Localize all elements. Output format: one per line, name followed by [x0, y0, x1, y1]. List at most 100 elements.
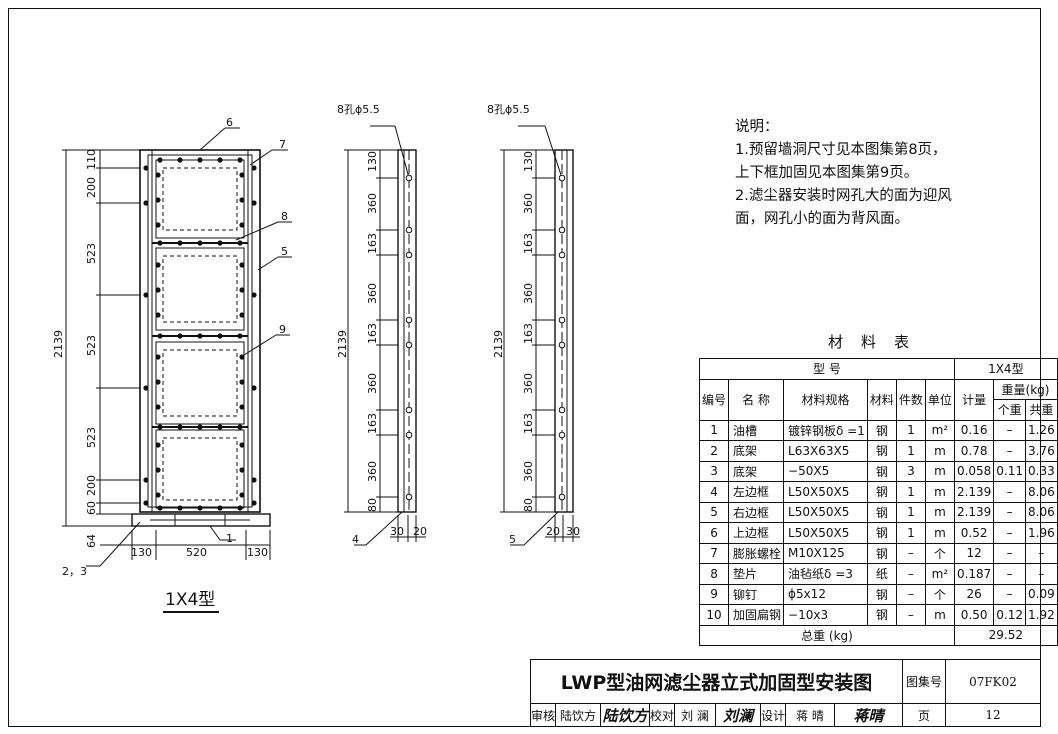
bolt-mark [143, 165, 149, 171]
cell-count: 0.187 [953, 563, 995, 585]
front-dim-200-top: 200 [85, 177, 98, 198]
cell-name: 油槽 [728, 419, 785, 441]
bolt-mark [239, 222, 245, 228]
front-view-frame [139, 149, 261, 513]
bolt-mark [155, 467, 161, 473]
bolt-mark [155, 172, 161, 178]
hole-mark [558, 226, 566, 234]
cell-each: – [993, 481, 1027, 503]
cell-qty: – [895, 563, 926, 585]
header-model: 型 号 [699, 358, 955, 380]
bolt-mark [177, 240, 183, 246]
cell-spec: L50X50X5 [783, 501, 868, 523]
cell-unit: m [924, 481, 955, 503]
callout-8: 8 [281, 210, 288, 223]
cell-each: – [993, 542, 1027, 564]
bolt-mark [143, 385, 149, 391]
side-right-view [500, 125, 580, 546]
callout-5: 5 [281, 245, 288, 258]
bolt-mark [177, 424, 183, 430]
hole-mark [405, 406, 413, 414]
front-dim-110: 110 [85, 149, 98, 170]
header-spec: 材料规格 [783, 378, 868, 421]
notes-line-4: 面，网孔小的面为背风面。 [735, 211, 909, 227]
hole-mark [558, 406, 566, 414]
cell-name: 底架 [728, 460, 785, 482]
side-right-hole-note: 8孔ϕ5.5 [487, 103, 530, 116]
cell-unit: m [924, 522, 955, 544]
callout-2-3: 2，3 [62, 565, 87, 578]
side-left-callout: 4 [352, 533, 359, 546]
hole-mark [405, 316, 413, 324]
header-count: 计量 [953, 378, 995, 421]
cell-mat: 钢 [866, 542, 897, 564]
side-left-bottom-dim-a: 30 [390, 525, 404, 538]
hole-mark [405, 226, 413, 234]
cell-name: 铆钉 [728, 583, 785, 605]
bolt-mark [217, 240, 223, 246]
side-right-callout: 5 [509, 533, 516, 546]
cell-no: 5 [698, 501, 730, 523]
cell-total: – [1025, 563, 1058, 585]
cell-count: 0.50 [953, 604, 995, 626]
side-right-dim-7: 163 [522, 413, 535, 434]
cell-total: 3.76 [1025, 440, 1058, 462]
front-leaders [86, 127, 292, 567]
cell-unit: m [924, 460, 955, 482]
cell-name: 底架 [728, 440, 785, 462]
header-each: 个重 [993, 399, 1027, 421]
cell-count: 2.139 [953, 481, 995, 503]
cell-mat: 钢 [866, 419, 897, 441]
bolt-mark [177, 333, 183, 339]
side-left-overall-height: 2139 [336, 330, 349, 358]
side-holes [405, 174, 566, 501]
cell-spec: L50X50X5 [783, 481, 868, 503]
bolt-mark [143, 200, 149, 206]
notes-block: 说明： 1.预留墙洞尺寸见本图集第8页， 上下框加固见本图集第9页。 2.滤尘器… [735, 116, 952, 231]
bolt-mark [217, 424, 223, 430]
bolt-mark [197, 505, 203, 511]
bolt-mark [239, 404, 245, 410]
cell-mat: 钢 [866, 440, 897, 462]
header-no: 编号 [698, 378, 730, 421]
side-left-dim-5: 163 [366, 323, 379, 344]
cell-total: 1.96 [1025, 522, 1058, 544]
checker-name: 刘 澜 [674, 703, 716, 727]
cell-no: 2 [698, 440, 730, 462]
side-right-bottom-dim-a: 20 [546, 525, 560, 538]
bolt-mark [251, 165, 257, 171]
cell-count: 2.139 [953, 501, 995, 523]
bolt-mark [251, 477, 257, 483]
side-right-overall-height: 2139 [492, 330, 505, 358]
bolt-mark [237, 157, 243, 163]
hole-mark [558, 174, 566, 182]
page-label: 页 [902, 703, 946, 727]
cell-unit: m [924, 501, 955, 523]
bolt-mark [237, 505, 243, 511]
review-label: 审核 [530, 703, 556, 727]
reviewer-name: 陆饮方 [555, 703, 601, 727]
total-label: 总重 (kg) [699, 624, 955, 646]
cell-spec: −50X5 [783, 460, 868, 482]
side-right-dim-4: 360 [522, 283, 535, 304]
front-dim-523-c: 523 [85, 427, 98, 448]
side-left-dim-9: 80 [366, 498, 379, 512]
cell-no: 4 [698, 481, 730, 503]
hole-mark [558, 341, 566, 349]
bolt-mark [155, 312, 161, 318]
material-table-title: 材料表 [828, 333, 928, 351]
reviewer-signature: 陆饮方 [600, 703, 650, 727]
side-left-dim-4: 360 [366, 283, 379, 304]
cell-no: 6 [698, 522, 730, 544]
cell-each: – [993, 563, 1027, 585]
bolt-mark [155, 287, 161, 293]
notes-heading: 说明： [735, 119, 779, 135]
side-right-dim-6: 360 [522, 373, 535, 394]
front-dim-130-right: 130 [247, 546, 268, 559]
